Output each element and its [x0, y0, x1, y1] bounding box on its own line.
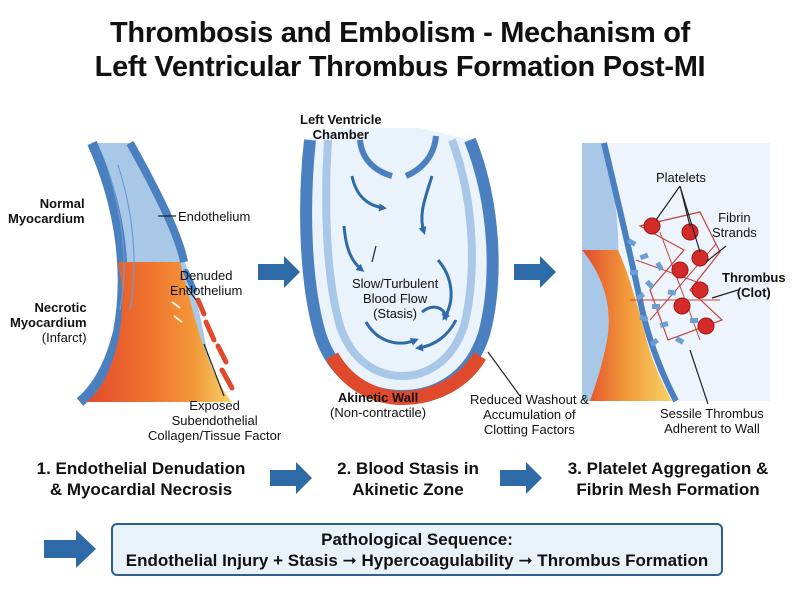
title-line-1: Thrombosis and Embolism - Mechanism of — [110, 17, 690, 49]
panel3-thrombus — [582, 142, 770, 405]
arrow-icon — [258, 256, 300, 288]
caption-step-1: 1. Endothelial Denudation& Myocardial Ne… — [36, 459, 246, 499]
pathological-sequence-box: Pathological Sequence: Endothelial Injur… — [111, 523, 723, 576]
page-title: Thrombosis and Embolism - Mechanism of L… — [0, 16, 800, 84]
akinetic-wall-label: Akinetic Wall (Non-contractile) — [330, 390, 427, 420]
arrow-icon — [514, 256, 556, 288]
sequence-heading: Pathological Sequence: — [321, 530, 513, 549]
platelets-label: Platelets — [656, 170, 706, 185]
panel2-chamber — [300, 128, 499, 406]
infarct-label: (Infarct) — [41, 330, 87, 345]
endothelium-label: Endothelium — [178, 209, 251, 224]
thrombus-label: Thrombus(Clot) — [722, 270, 786, 300]
title-line-2: Left Ventricular Thrombus Formation Post… — [94, 51, 706, 83]
akinetic-wall-band — [325, 352, 487, 406]
sequence-text: Endothelial Injury + Stasis ➞ Hypercoagu… — [125, 551, 709, 570]
non-contractile-label: (Non-contractile) — [330, 405, 427, 420]
caption-step-3: 3. Platelet Aggregation &Fibrin Mesh For… — [567, 459, 769, 499]
summary-arrow-icon — [44, 530, 96, 568]
arrow-icon — [500, 462, 542, 494]
arrow-icon — [270, 462, 312, 494]
